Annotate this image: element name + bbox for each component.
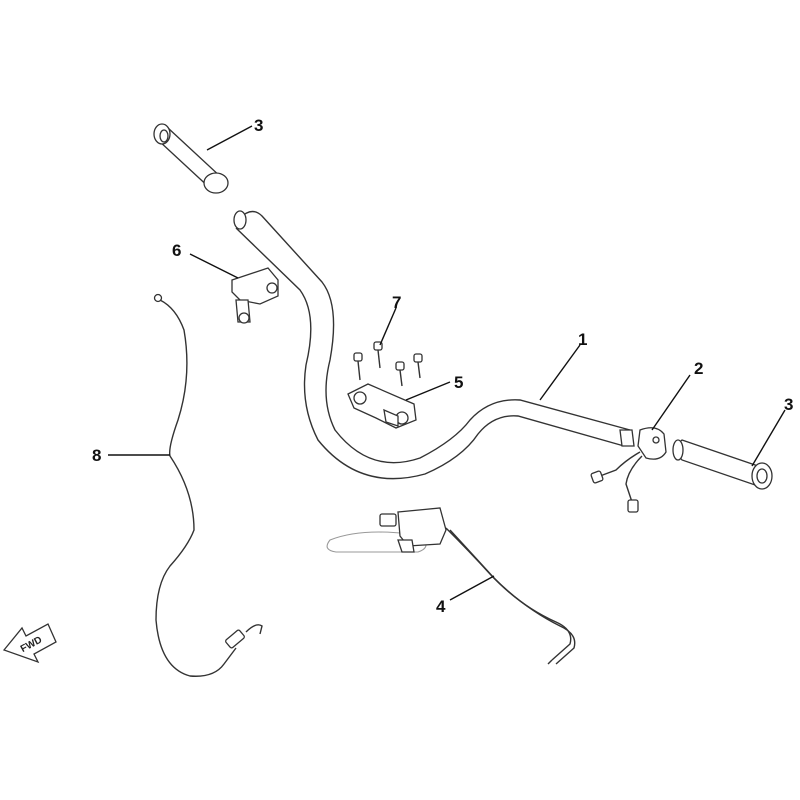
grip-left-part [153,123,229,194]
throttle-cable-part [153,293,263,677]
leader-lines [108,125,786,601]
clutch-lever-assembly [326,507,447,553]
callout-clutch-cable: 4 [436,597,446,616]
callout-bolts: 7 [392,293,401,312]
callout-throttle-cable: 8 [92,446,101,465]
callout-switch: 2 [694,359,703,378]
switch-housing-part [590,427,667,513]
clutch-cable-part [445,527,576,665]
callout-master-cylinder-mount: 6 [172,241,181,260]
callout-grip-right: 3 [784,395,793,414]
fwd-arrow-icon: FWD [2,623,57,664]
callout-bar: 1 [578,330,587,349]
master-cylinder-mount-part [231,267,279,324]
callout-upper-clamp: 5 [454,373,463,392]
bolts-part [353,341,423,387]
upper-clamp-part [347,383,417,429]
callout-grip-left: 3 [254,116,263,135]
grip-right-part [672,439,773,490]
handlebar-part [233,210,635,480]
callout-labels: 3 1 2 3 4 5 6 7 8 [92,116,793,616]
